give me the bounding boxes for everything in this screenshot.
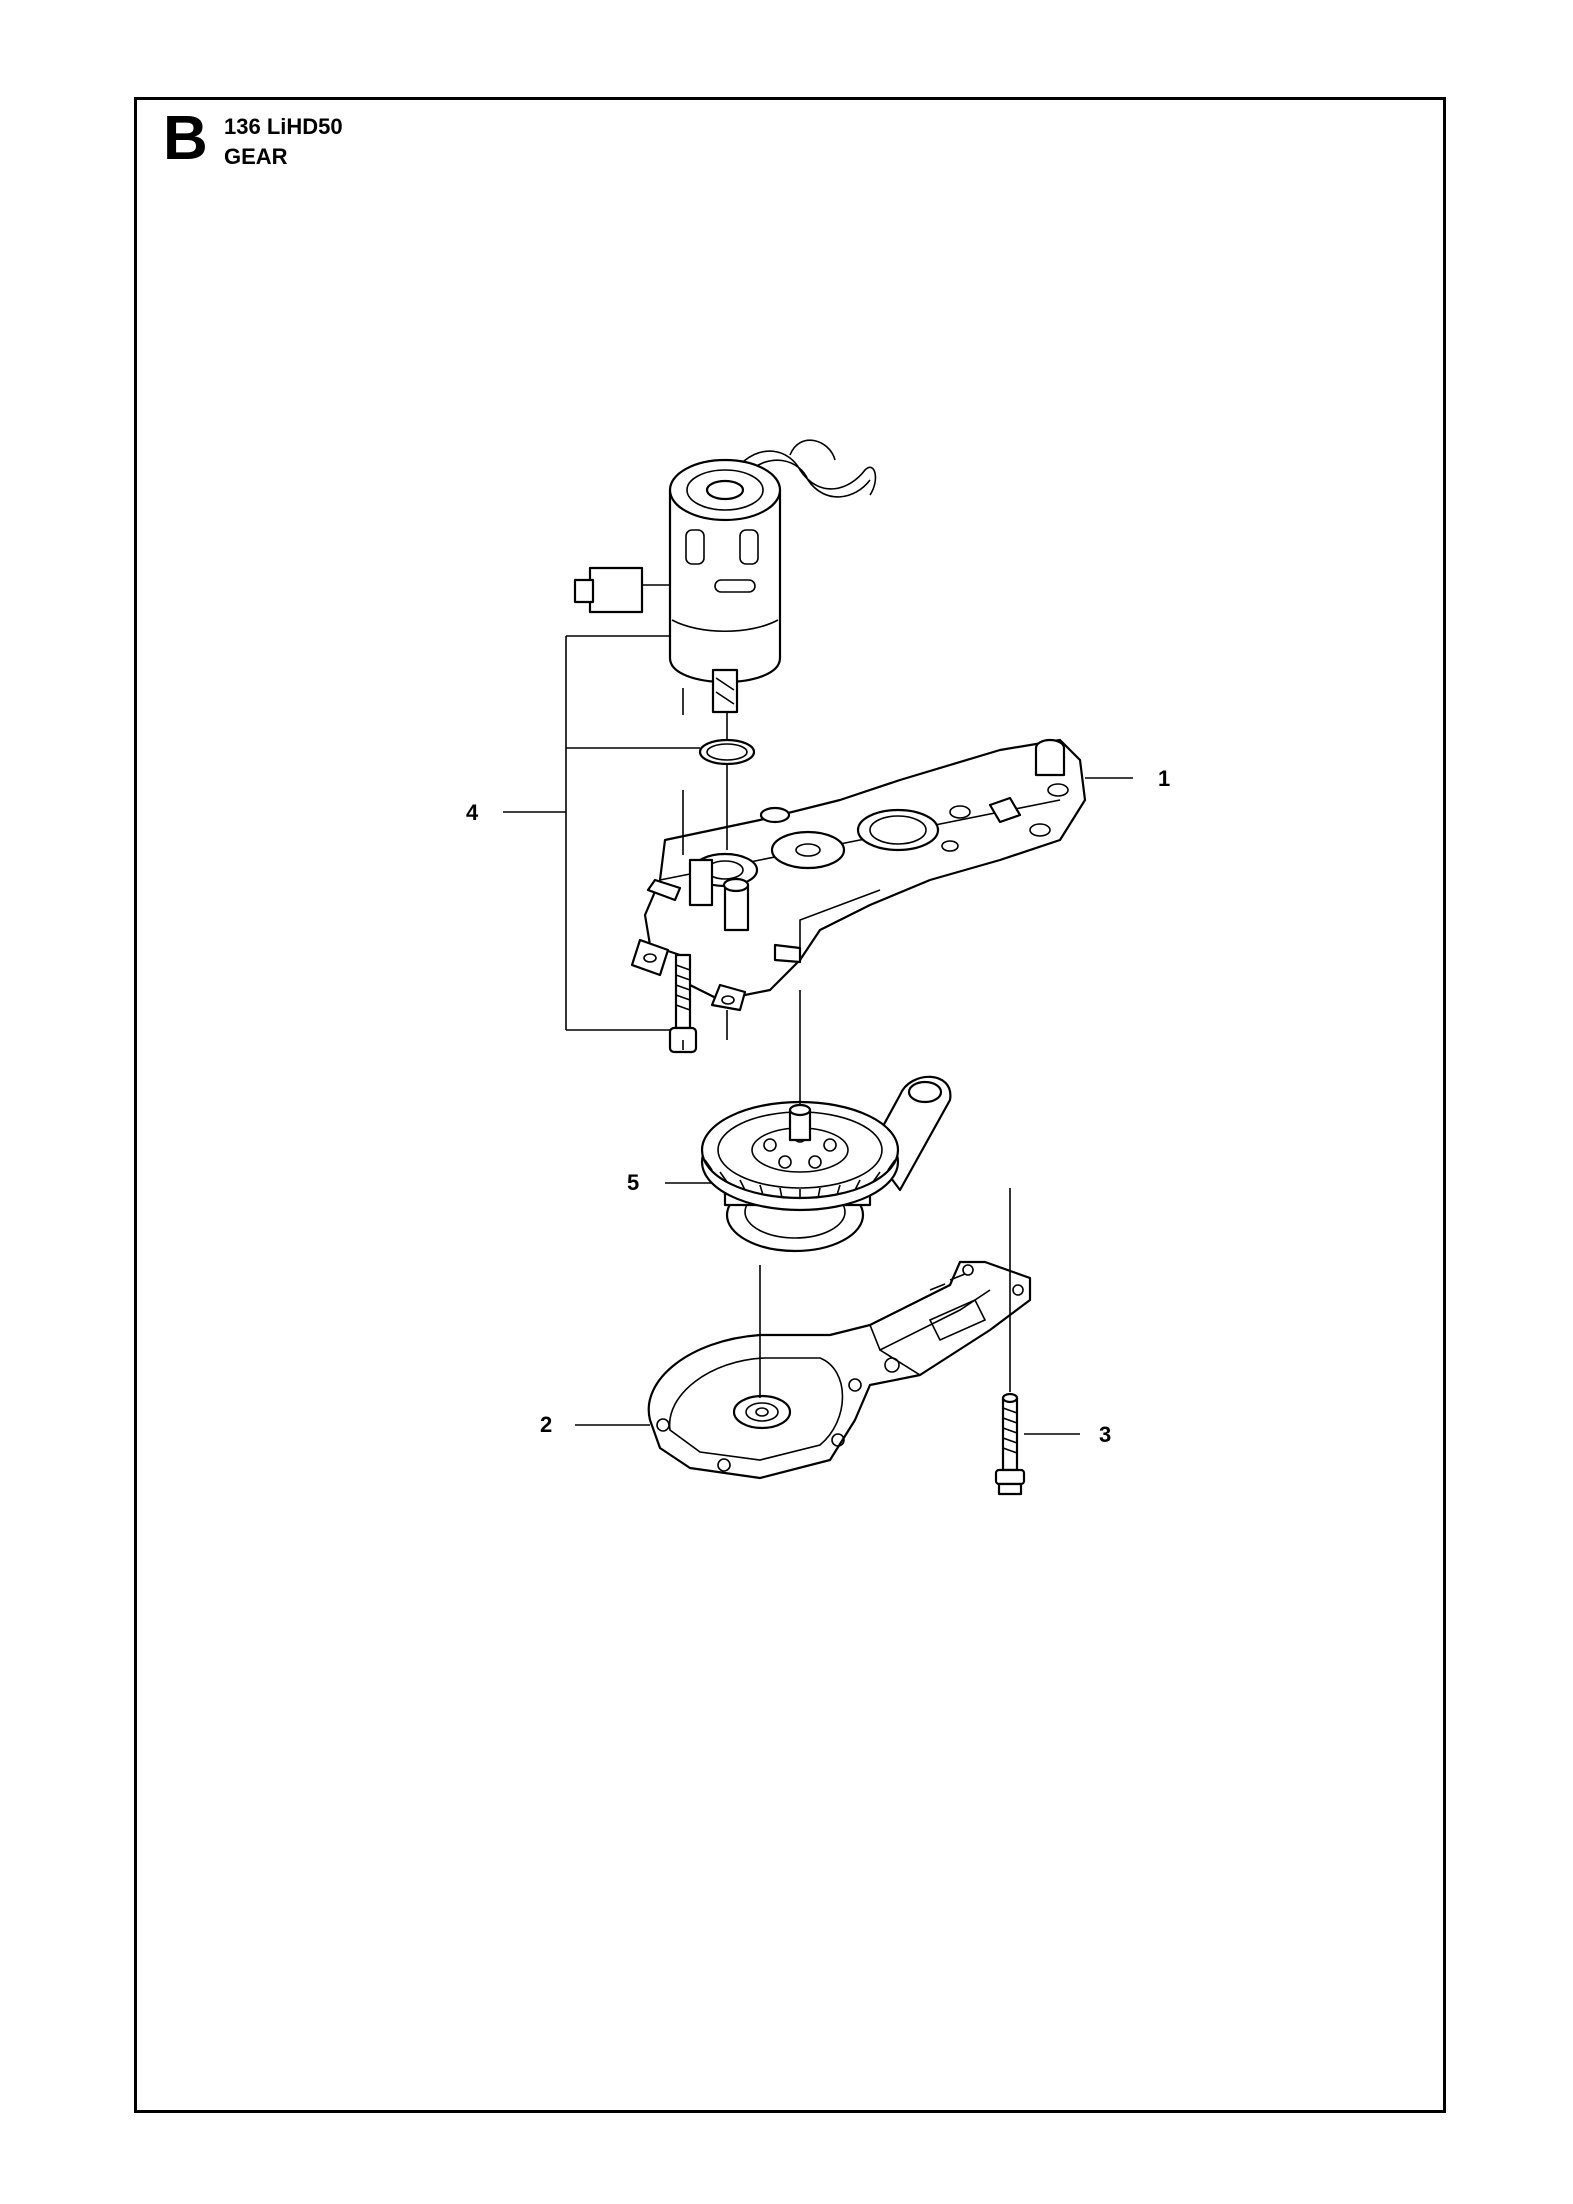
housing-screw-part	[668, 953, 698, 1054]
leader-lines	[503, 635, 1133, 1435]
callout-2: 2	[540, 1412, 553, 1437]
gear-housing-part	[630, 738, 1087, 1012]
callout-4: 4	[466, 800, 479, 825]
gear-cover-part	[647, 1260, 1032, 1480]
o-ring-part	[698, 738, 756, 766]
gear-wheel-part	[700, 1075, 952, 1253]
section-title: GEAR	[224, 144, 288, 169]
cover-screw-part	[994, 1392, 1026, 1496]
callout-5: 5	[627, 1170, 640, 1195]
section-letter: B	[163, 104, 208, 173]
callout-3: 3	[1099, 1422, 1112, 1447]
callout-1: 1	[1158, 766, 1171, 791]
page-frame	[134, 97, 1446, 2113]
motor-part	[573, 439, 877, 714]
model-name: 136 LiHD50	[224, 114, 343, 139]
